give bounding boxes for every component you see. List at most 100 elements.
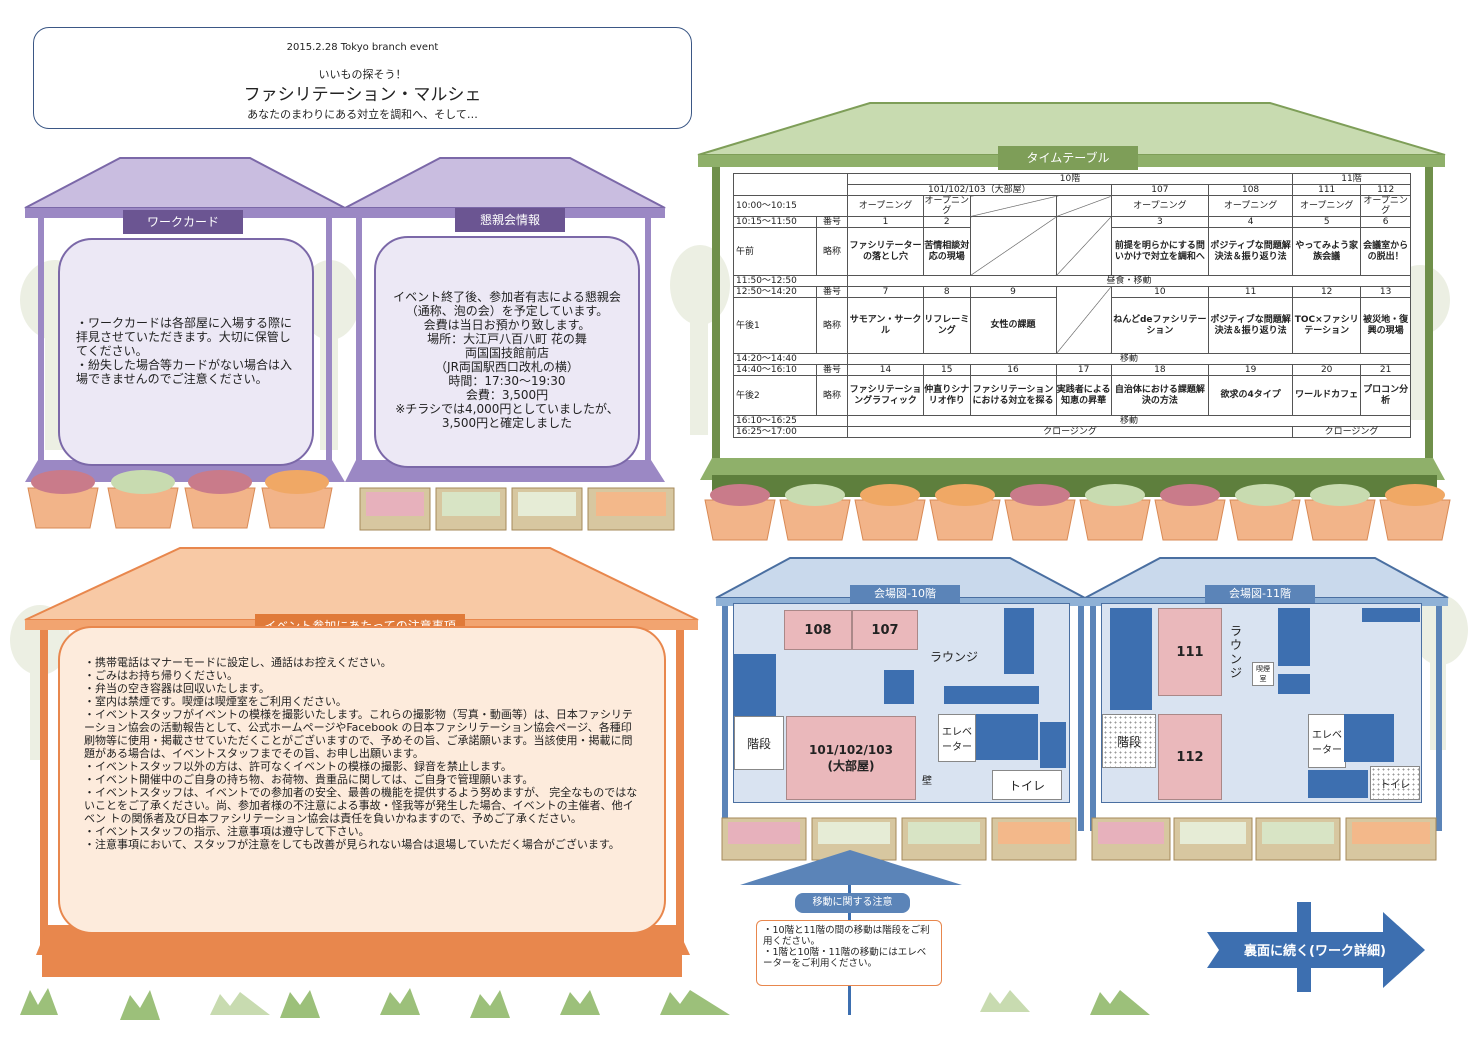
next-page-label[interactable]: 裏面に続く(ワーク詳細)	[1244, 944, 1386, 959]
notes-line: ・携帯電話はマナーモードに設定し、通話はお控えください。	[84, 656, 392, 669]
event-title: ファシリテーション・マルシェ	[243, 85, 482, 105]
notes-line: ・イベントスタッフの指示、注意事項は遵守して下さい。	[84, 825, 370, 838]
timetable-time: 10:00〜10:15	[733, 195, 848, 217]
map-block	[1278, 608, 1310, 666]
session-number: 4	[1208, 216, 1294, 228]
session-number: 16	[969, 364, 1057, 376]
session-number: 14	[846, 364, 925, 376]
move-notes-line: ・10階と11階の間の移動は階段をご利用ください。	[763, 925, 930, 947]
timetable-floor-11: 11階	[1292, 173, 1411, 185]
timetable-title: タイムテーブル	[998, 146, 1138, 170]
map-block	[734, 654, 776, 716]
move-notes-line: ・1階と10階・11階の移動にはエレベーターをご利用ください。	[763, 947, 927, 969]
session-title: 女性の課題	[969, 297, 1057, 354]
map-block	[884, 670, 914, 704]
session-title: ファシリテーショングラフィック	[846, 375, 925, 416]
timetable-number-label: 番号	[816, 364, 848, 376]
session-number: 20	[1292, 364, 1362, 376]
timetable-time: 14:40〜16:10	[733, 364, 817, 376]
session-title: サモアン・サークル	[846, 297, 925, 354]
map11-lounge: ラウンジ	[1230, 624, 1243, 680]
map-block	[1004, 608, 1034, 674]
map10-toilet: トイレ	[992, 770, 1062, 800]
map11-smoking: 喫煙室	[1252, 662, 1274, 686]
timetable-move: 移動	[847, 353, 1411, 365]
map10-wall: 壁	[922, 776, 932, 787]
map-block	[1110, 608, 1152, 710]
notes-line: ・弁当の空き容器は回収いたします。	[84, 682, 270, 695]
notes-board: ・携帯電話はマナーモードに設定し、通話はお控えください。 ・ごみはお持ち帰りくだ…	[58, 626, 666, 934]
session-title: プロコン分析	[1360, 375, 1411, 416]
session-number: 7	[846, 286, 925, 298]
session-title: 苦情相談対応の現場	[923, 227, 971, 276]
session-number: 2	[923, 216, 971, 228]
timetable-floor-10: 10階	[846, 173, 1294, 185]
party-line: ※チラシでは4,000円としていましたが、3,500円と確定しました	[395, 402, 619, 430]
move-notes-title: 移動に関する注意	[795, 893, 910, 913]
session-title: 前提を明らかにする問いかけで対立を調和へ	[1110, 227, 1210, 276]
map-block	[1362, 608, 1420, 622]
session-title: リフレーミング	[923, 297, 971, 354]
map10-elevator: エレベーター	[938, 714, 976, 762]
timetable-opening: オープニング	[1292, 195, 1362, 217]
timetable-time: 10:15〜11:50	[733, 216, 817, 228]
session-title: ファシリテーションにおける対立を探る	[969, 375, 1057, 416]
party-info-board: イベント終了後、参加者有志による懇親会（通称、泡の会）を予定しています。 会費は…	[374, 236, 640, 468]
timetable-time: 16:25〜17:00	[733, 426, 848, 438]
session-number: 9	[969, 286, 1057, 298]
room-108: 108	[784, 610, 852, 650]
session-title: 仲直りシナリオ作り	[923, 375, 971, 416]
session-number: 21	[1360, 364, 1411, 376]
work-card-line: ・ワークカードは各部屋に入場する際に拝見させていただきます。大切に保管してくださ…	[76, 316, 293, 358]
notes-line: ・イベントスタッフがイベントの模様を撮影いたします。これらの撮影物（写真・動画等…	[84, 708, 633, 760]
timetable-closing: クロージング	[1292, 426, 1411, 438]
session-number: 19	[1208, 364, 1294, 376]
notes-line: ・室内は禁煙です。喫煙は喫煙室をご利用ください。	[84, 695, 347, 708]
session-number: 13	[1360, 286, 1411, 298]
timetable-number-label: 番号	[816, 286, 848, 298]
session-number: 10	[1110, 286, 1210, 298]
session-number: 3	[1110, 216, 1210, 228]
timetable-time: 14:20〜14:40	[733, 353, 848, 365]
session-number: 8	[923, 286, 971, 298]
timetable-room-big: 101/102/103（大部屋）	[847, 184, 1112, 196]
session-title: 被災地・復興の現場	[1360, 297, 1411, 354]
notes-line: ・ごみはお持ち帰りください。	[84, 669, 238, 682]
room-101-102-103: 101/102/103 (大部屋)	[786, 716, 916, 800]
timetable-opening: オープニング	[1360, 195, 1411, 217]
session-title: ポジティブな問題解決法＆振り返り法	[1208, 227, 1294, 276]
timetable-short-label: 略称	[816, 375, 848, 416]
session-title: ファシリテーターの落とし穴	[846, 227, 925, 276]
map11-toilet: トイレ	[1370, 766, 1420, 800]
event-catch: いいもの探そう！	[318, 68, 407, 81]
session-number: 6	[1360, 216, 1411, 228]
event-subtitle: あなたのまわりにある対立を調和へ、そして…	[247, 108, 478, 121]
party-line: 時間：17:30〜19:30	[448, 374, 566, 388]
timetable-room: 108	[1208, 184, 1294, 196]
timetable-room: 111	[1292, 184, 1362, 196]
session-title: 欲求の4タイプ	[1208, 375, 1294, 416]
timetable-closing: クロージング	[846, 426, 1294, 438]
timetable-period: 午後1	[733, 297, 817, 354]
timetable-number-label: 番号	[816, 216, 848, 228]
timetable-opening: オープニング	[1208, 195, 1294, 217]
notes-line: ・イベント開催中のご自身の持ち物、お荷物、貴重品に関しては、ご自身で管理願います…	[84, 773, 534, 786]
session-title: 実践者による知恵の昇華	[1055, 375, 1112, 416]
timetable-time: 11:50〜12:50	[733, 275, 848, 287]
timetable-short-label: 略称	[816, 297, 848, 354]
session-number: 15	[923, 364, 971, 376]
map11-title: 会場図-11階	[1205, 585, 1315, 603]
move-notes-box: ・10階と11階の間の移動は階段をご利用ください。 ・1階と10階・11階の移動…	[756, 920, 942, 986]
timetable-time: 12:50〜14:20	[733, 286, 817, 298]
session-title: 会議室からの脱出！	[1360, 227, 1411, 276]
session-title: やってみよう家族会議	[1292, 227, 1362, 276]
session-number: 17	[1055, 364, 1112, 376]
party-line: （JR両国駅西口改札の横）	[435, 360, 579, 374]
session-number: 18	[1110, 364, 1210, 376]
party-line: 場所：大江戸八百八町 花の舞	[427, 332, 587, 346]
session-number: 1	[846, 216, 925, 228]
map10-title: 会場図-10階	[850, 585, 960, 603]
next-page-arrow-icon[interactable]	[1205, 900, 1430, 1000]
timetable-opening: オープニング	[846, 195, 925, 217]
map-block	[1344, 714, 1394, 762]
